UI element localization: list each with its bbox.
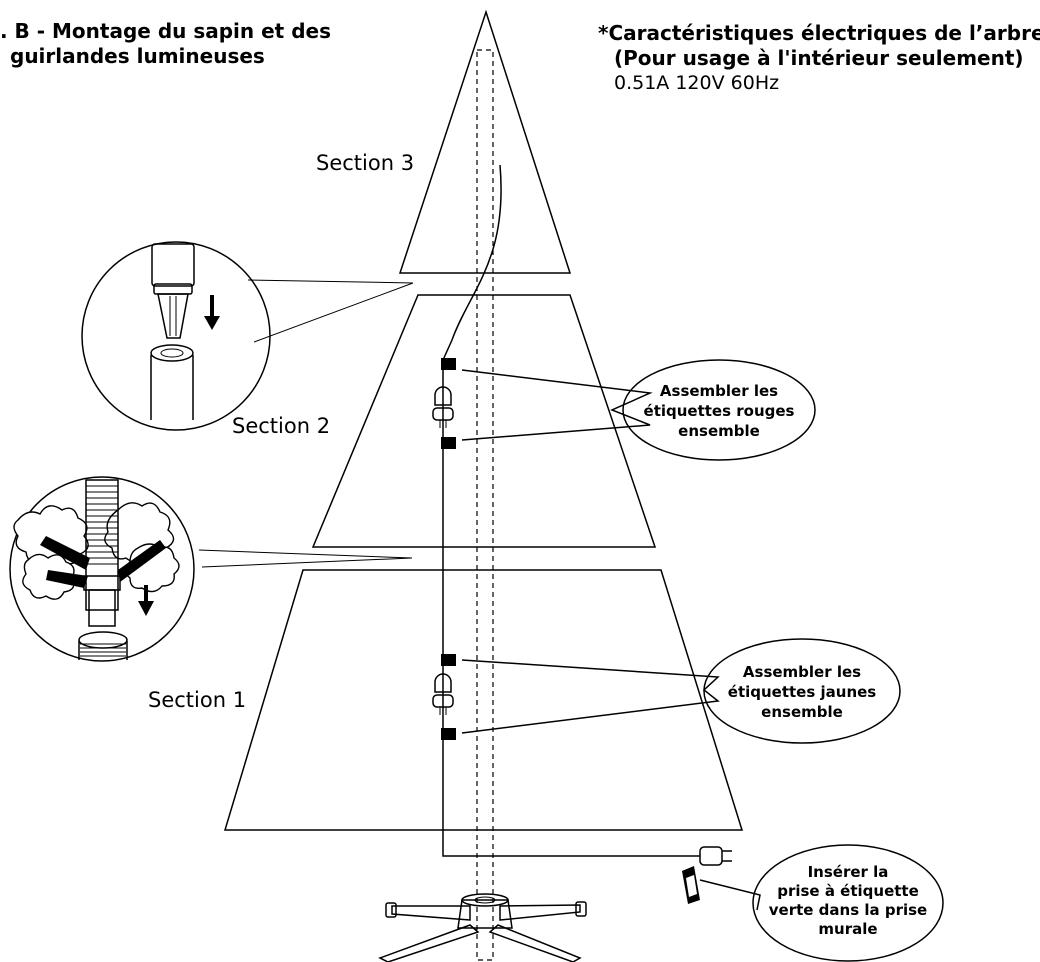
tree-stand [378,893,587,962]
callout-yellow-line2: étiquettes jaunes [728,683,877,701]
tree-section-2 [311,294,657,548]
yellow-tag-upper [441,654,456,666]
red-tag-lower [441,437,456,449]
diagram-title-line2: guirlandes lumineuses [10,44,265,68]
callout-red-line1: Assembler les [660,382,778,400]
tree-section-3 [398,9,572,274]
callout-red-pointer [461,369,653,441]
callout-yellow-line3: ensemble [761,703,843,721]
callout-green-pointer [699,879,761,911]
label-section-2: Section 2 [232,414,330,438]
callout-red-bubble [622,359,816,461]
red-tag-upper [441,358,456,370]
callout-yellow-bubble [703,638,901,744]
tree-section-1 [223,569,744,831]
callout-green-line4: murale [818,920,877,938]
plug-connector-upper [432,386,454,428]
yellow-tag-lower [441,728,456,740]
light-string-wire [442,164,700,857]
callout-green-line1: Insérer la [808,863,889,881]
center-pole [476,49,494,961]
spec-line2: (Pour usage à l'intérieur seulement) [614,46,1024,70]
callout-green-line3: verte dans la prise [769,901,927,919]
callout-yellow-line1: Assembler les [743,663,861,681]
diagram-title-line1: . B - Montage du sapin et des [0,19,331,43]
label-section-3: Section 3 [316,151,414,175]
callout-yellow-pointer [461,659,720,734]
callout-green-bubble [752,844,944,962]
spec-line1: *Caractéristiques électriques de l’arbre [598,21,1040,45]
callout-green-line2: prise à étiquette [777,882,919,900]
callout-red-line3: ensemble [678,422,760,440]
label-section-1: Section 1 [148,688,246,712]
detail-branch-section [9,476,413,662]
callout-red-line2: étiquettes rouges [644,402,795,420]
wall-plug-icon [699,846,732,866]
green-tag-icon [682,866,700,904]
plug-connector-lower [432,673,454,715]
spec-line3: 0.51A 120V 60Hz [614,72,779,94]
detail-pole-connection [81,241,414,431]
